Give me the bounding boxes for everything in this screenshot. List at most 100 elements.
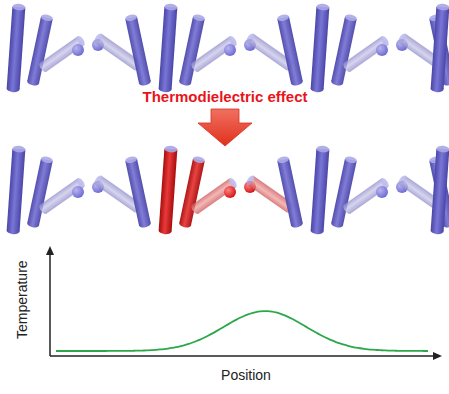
- rod-end: [138, 78, 151, 86]
- rod-body: [192, 36, 236, 71]
- molecule-row: [6, 3, 449, 92]
- rod-end: [27, 78, 40, 86]
- effect-title: Thermodielectric effect: [142, 89, 307, 106]
- rod-cap: [344, 14, 357, 22]
- rod-end: [179, 220, 192, 228]
- rod-body: [27, 158, 52, 225]
- rod-end: [310, 227, 323, 234]
- rod-end: [430, 85, 443, 92]
- rod-end: [342, 203, 353, 215]
- heated-molecule-row: [6, 145, 449, 234]
- rod-cap: [93, 32, 104, 44]
- rod-end: [331, 220, 344, 228]
- ion: [376, 186, 388, 198]
- rod-cap: [245, 174, 256, 186]
- rod-cap: [316, 145, 329, 152]
- rod: [331, 14, 358, 87]
- rod: [6, 3, 25, 92]
- rod-cap: [397, 32, 408, 44]
- rod-body: [159, 7, 178, 90]
- rod-body: [331, 16, 356, 83]
- rod: [430, 145, 449, 234]
- rod-body: [179, 158, 204, 225]
- rod: [430, 3, 449, 92]
- rod: [277, 14, 304, 87]
- rod-body: [125, 158, 150, 225]
- axis-label: Position: [221, 368, 271, 383]
- rod-end: [138, 220, 151, 228]
- rod-cap: [12, 3, 25, 10]
- rod-body: [159, 149, 178, 232]
- rod-cap: [93, 174, 104, 186]
- rod: [6, 145, 25, 234]
- rod-cap: [164, 3, 177, 10]
- rod: [310, 145, 329, 234]
- rod-body: [40, 36, 84, 71]
- rod: [158, 145, 177, 234]
- rod-body: [40, 178, 84, 213]
- rod-end: [331, 78, 344, 86]
- rod-body: [179, 16, 204, 83]
- rod: [27, 156, 54, 229]
- rod-end: [179, 78, 192, 86]
- rod-end: [38, 203, 49, 215]
- rod-body: [125, 16, 150, 83]
- rod-end: [290, 220, 303, 228]
- rod: [158, 3, 177, 92]
- rod: [125, 156, 152, 229]
- rod-cap: [12, 145, 25, 152]
- rod-cap: [316, 3, 329, 10]
- rod: [27, 14, 54, 87]
- ion: [72, 186, 84, 198]
- rod-cap: [192, 156, 205, 164]
- rod-end: [27, 220, 40, 228]
- rod-cap: [245, 32, 256, 44]
- ion: [376, 44, 388, 56]
- rod-end: [158, 227, 171, 234]
- rod-cap: [277, 14, 290, 22]
- rod: [38, 177, 86, 216]
- rod-body: [7, 149, 26, 232]
- rod-end: [310, 85, 323, 92]
- rod-end: [190, 203, 201, 215]
- rod-end: [190, 61, 201, 73]
- rod: [125, 14, 152, 87]
- rod-body: [277, 16, 302, 83]
- rod-end: [430, 227, 443, 234]
- rod-cap: [436, 3, 449, 10]
- rod-body: [311, 149, 330, 232]
- rod-cap: [192, 14, 205, 22]
- rod: [179, 156, 206, 229]
- rod-body: [27, 16, 52, 83]
- rod-cap: [397, 174, 408, 186]
- rod: [38, 35, 86, 74]
- rod-body: [344, 36, 388, 71]
- ion: [72, 44, 84, 56]
- rod-cap: [436, 145, 449, 152]
- rod: [179, 14, 206, 87]
- rod: [190, 177, 238, 216]
- rod: [342, 177, 390, 216]
- rod-end: [342, 61, 353, 73]
- plot-axes: [46, 246, 442, 360]
- rod-end: [38, 61, 49, 73]
- rod-cap: [344, 156, 357, 164]
- rod-end: [6, 85, 19, 92]
- rod: [342, 35, 390, 74]
- rod-body: [431, 7, 449, 90]
- rod-body: [344, 178, 388, 213]
- down-arrow: [198, 109, 252, 146]
- rod-body: [431, 149, 449, 232]
- rod: [277, 156, 304, 229]
- rod: [331, 156, 358, 229]
- ion: [224, 186, 236, 198]
- rod: [310, 3, 329, 92]
- axis-label: Temperature: [14, 261, 29, 340]
- rod-body: [7, 7, 26, 90]
- rod-body: [311, 7, 330, 90]
- rod-end: [290, 78, 303, 86]
- rod-end: [6, 227, 19, 234]
- rod-cap: [40, 14, 53, 22]
- rod-cap: [277, 156, 290, 164]
